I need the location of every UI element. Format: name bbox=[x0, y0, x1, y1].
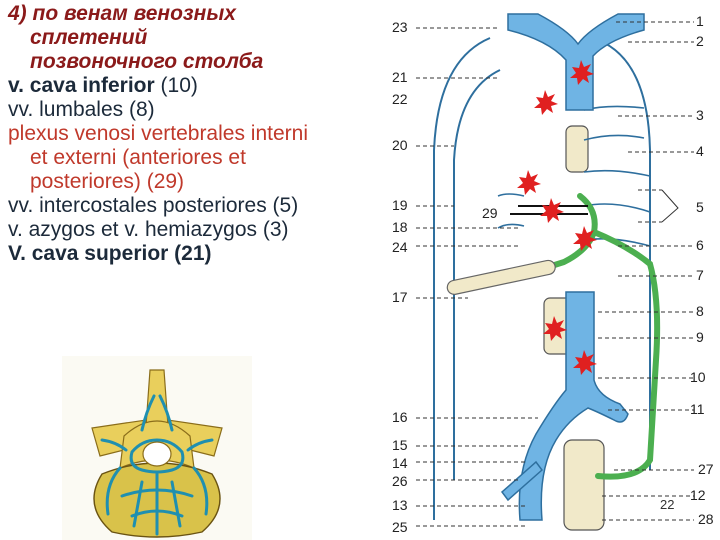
list-item-lumbales: vv. lumbales (8) bbox=[8, 98, 155, 121]
list-item-plexus-line-1: plexus venosi vertebrales interni bbox=[8, 122, 308, 145]
spinous-process bbox=[145, 369, 169, 427]
label-26: 26 bbox=[392, 473, 408, 489]
label-29: 29 bbox=[482, 205, 498, 221]
label-18: 18 bbox=[392, 219, 408, 235]
spinal-canal bbox=[142, 441, 172, 467]
left-labels: 23 21 22 20 19 18 24 17 16 15 14 26 13 2… bbox=[392, 19, 408, 535]
label-3: 3 bbox=[696, 107, 704, 123]
label-10: 10 bbox=[690, 369, 706, 385]
leader-lines bbox=[416, 21, 694, 527]
bracket-5 bbox=[661, 189, 679, 223]
label-17: 17 bbox=[392, 289, 408, 305]
label-27: 27 bbox=[698, 461, 714, 477]
star-marker bbox=[540, 198, 564, 223]
list-item-intercostales: vv. intercostales posteriores (5) bbox=[8, 194, 299, 217]
star-marker bbox=[573, 350, 597, 375]
star-marker bbox=[534, 90, 558, 115]
list-item-plexus-line-3: posteriores) (29) bbox=[30, 170, 185, 193]
label-20: 20 bbox=[392, 137, 408, 153]
label-22: 22 bbox=[392, 91, 408, 107]
list-item-vena-cava-inferior: v. cava inferior (10) bbox=[8, 74, 388, 98]
heading-line-2: сплетений bbox=[30, 26, 148, 49]
label-13: 13 bbox=[392, 497, 408, 513]
label-23: 23 bbox=[392, 19, 408, 35]
venous-plexus bbox=[100, 394, 214, 536]
list-item-vena-cava-superior: V. cava superior (21) bbox=[8, 242, 212, 265]
label-6: 6 bbox=[696, 237, 704, 253]
list-item-azygos: v. azygos et v. hemiazygos (3) bbox=[8, 218, 289, 241]
text-panel: 4) по венам венозных сплетений позвоночн… bbox=[8, 2, 388, 266]
label-24: 24 bbox=[392, 239, 408, 255]
label-21: 21 bbox=[392, 69, 408, 85]
label-5: 5 bbox=[696, 199, 704, 215]
label-9: 9 bbox=[696, 329, 704, 345]
rib bbox=[446, 259, 556, 295]
label-7: 7 bbox=[696, 267, 704, 283]
label-2: 2 bbox=[696, 33, 704, 49]
star-marker bbox=[570, 60, 594, 85]
star-markers bbox=[517, 60, 597, 375]
vena-cava-superior bbox=[507, 13, 645, 111]
vertebra-figure bbox=[62, 356, 252, 540]
label-15: 15 bbox=[392, 437, 408, 453]
label-28: 28 bbox=[698, 511, 714, 527]
star-marker bbox=[517, 170, 541, 195]
label-8: 8 bbox=[696, 303, 704, 319]
label-25: 25 bbox=[392, 519, 408, 535]
label-12: 12 bbox=[690, 487, 706, 503]
venous-system-diagram: 23 21 22 20 19 18 24 17 16 15 14 26 13 2… bbox=[392, 13, 714, 535]
page-number: 22 bbox=[660, 497, 675, 512]
body-wall-outline bbox=[433, 37, 651, 520]
vena-cava-inferior-name: v. cava inferior bbox=[8, 74, 155, 97]
heading-line-3: позвоночного столба bbox=[30, 50, 264, 73]
vena-cava-inferior bbox=[500, 291, 629, 521]
label-11: 11 bbox=[690, 401, 705, 417]
label-16: 16 bbox=[392, 409, 408, 425]
list-item-plexus-line-2: et externi (anteriores et bbox=[30, 146, 246, 169]
right-labels: 1 2 3 4 5 6 7 8 9 10 11 27 12 28 bbox=[690, 13, 714, 527]
heading-line-1: 4) по венам венозных bbox=[8, 2, 236, 25]
vena-cava-inferior-number: (10) bbox=[160, 74, 198, 97]
label-14: 14 bbox=[392, 455, 408, 471]
label-4: 4 bbox=[696, 143, 704, 159]
star-marker bbox=[573, 226, 597, 251]
label-19: 19 bbox=[392, 197, 408, 213]
star-marker bbox=[543, 316, 567, 341]
label-1: 1 bbox=[696, 13, 704, 29]
